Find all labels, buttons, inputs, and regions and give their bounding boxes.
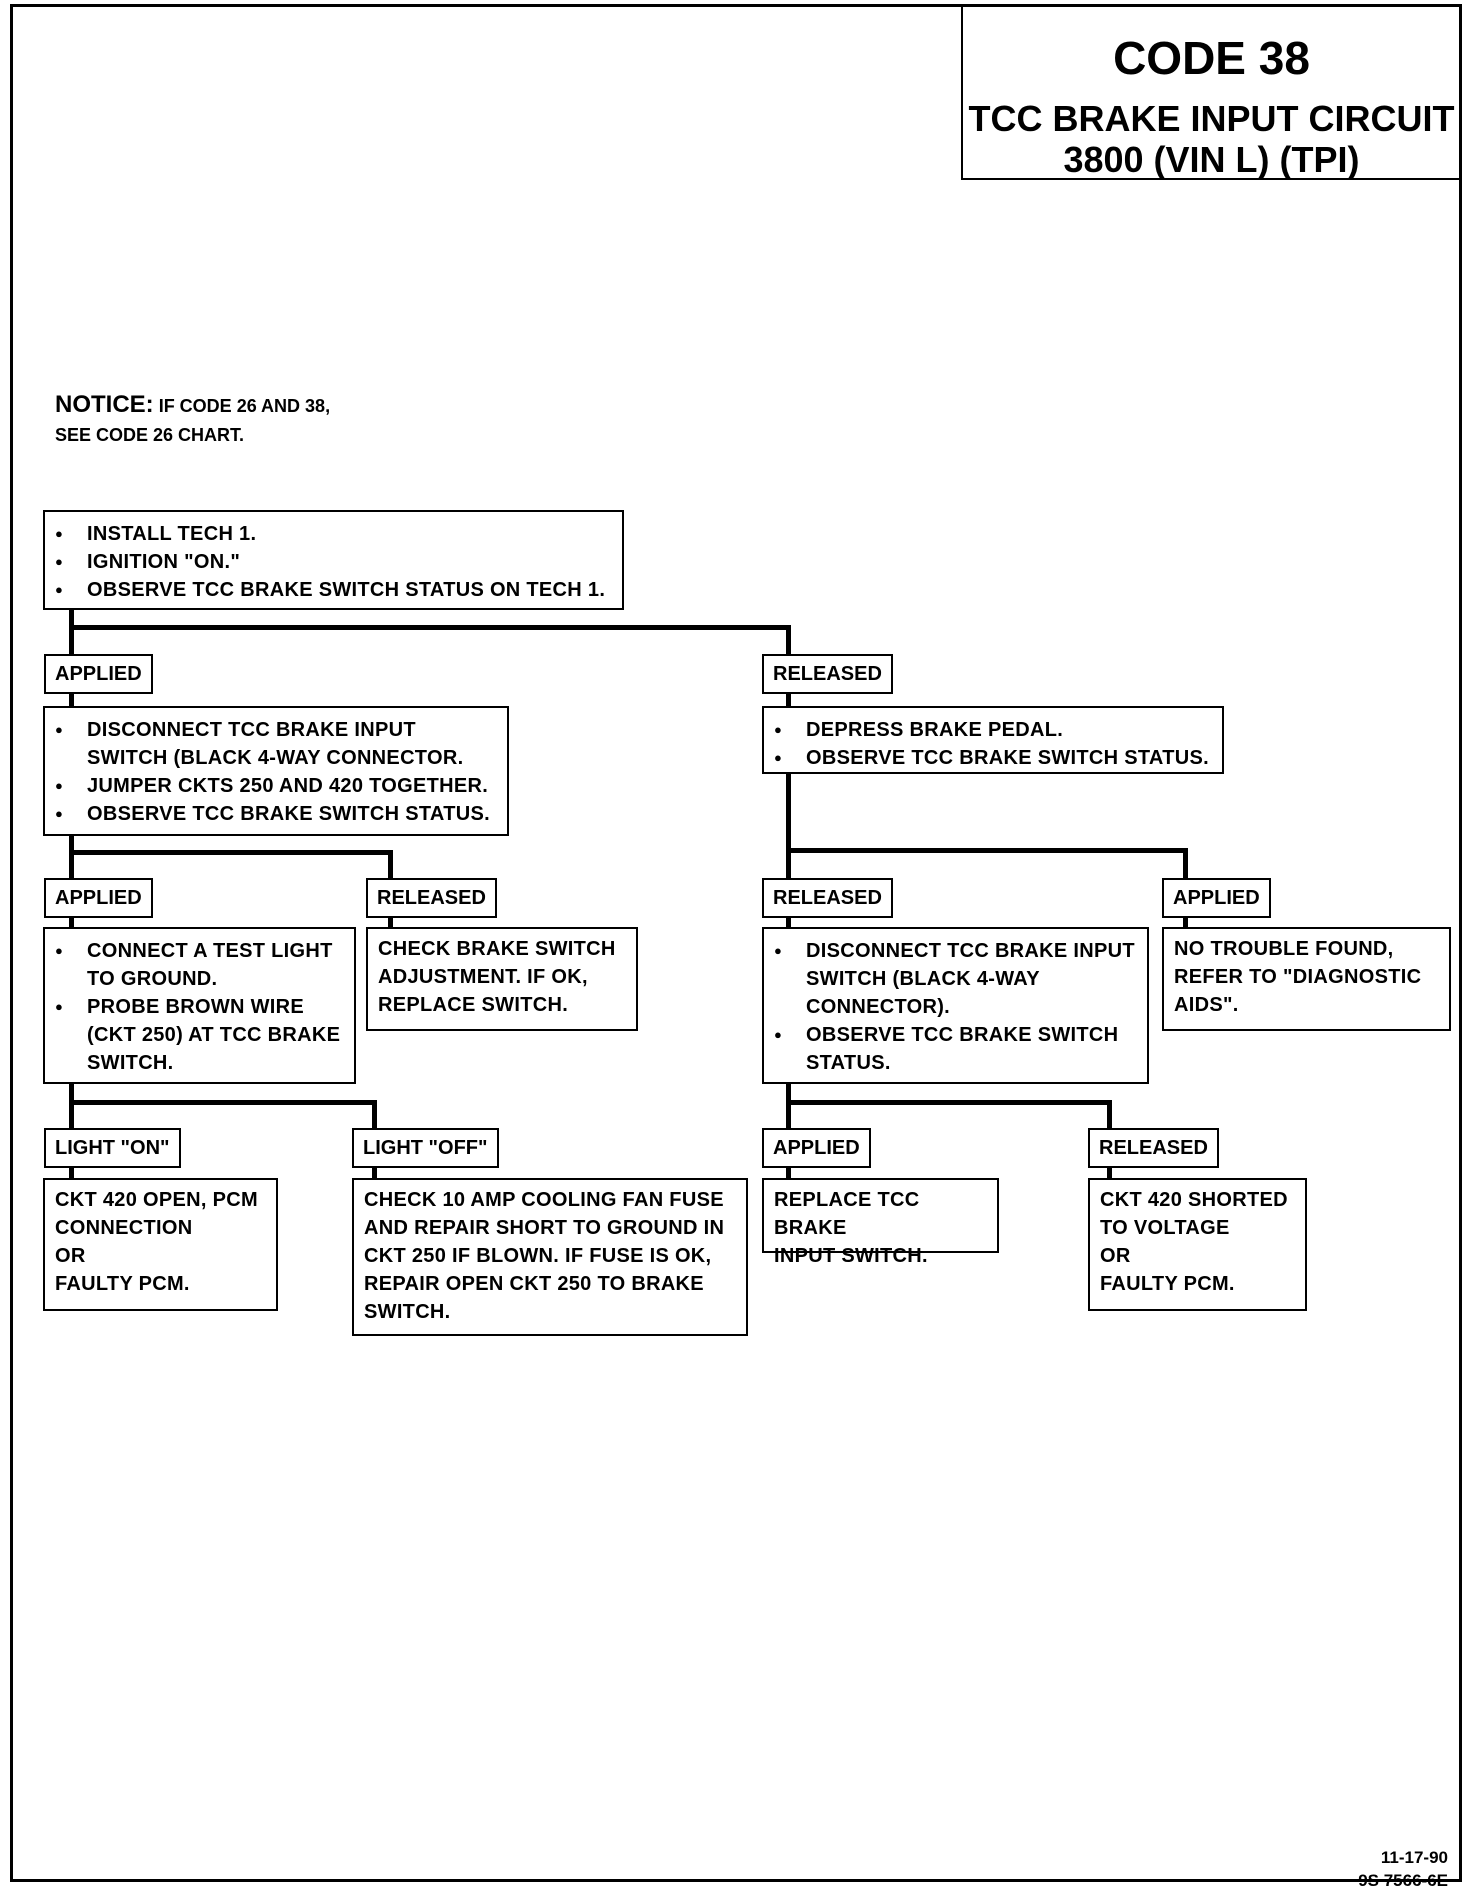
branch-label-applied: APPLIED (762, 1128, 871, 1168)
result-line: OR (55, 1245, 86, 1267)
connector-line (69, 1168, 74, 1180)
step-item: OBSERVE TCC BRAKE SWITCH STATUS. (764, 744, 1212, 772)
result-line: OR (1100, 1245, 1131, 1267)
result-ckt420-open: CKT 420 OPEN, PCM CONNECTION OR FAULTY P… (43, 1178, 278, 1311)
connector-line (69, 836, 74, 880)
branch-label-released: RELEASED (762, 654, 893, 694)
step-item: OBSERVE TCC BRAKE SWITCH STATUS ON TECH … (45, 576, 612, 604)
step-install-tech1: INSTALL TECH 1. IGNITION "ON." OBSERVE T… (43, 510, 624, 610)
footer-date: 11-17-90 (1380, 1848, 1448, 1867)
result-line: CONNECTION (55, 1217, 193, 1239)
result-line: FAULTY PCM. (1100, 1273, 1235, 1295)
result-line: CKT 420 OPEN, PCM (55, 1189, 258, 1211)
title-block: CODE 38 TCC BRAKE INPUT CIRCUIT 3800 (VI… (961, 4, 1462, 180)
step-item: JUMPER CKTS 250 AND 420 TOGETHER. (45, 772, 497, 800)
step-item: IGNITION "ON." (45, 548, 612, 576)
connector-line (372, 1100, 377, 1130)
result-line: CKT 250 IF BLOWN. IF FUSE IS OK, (364, 1245, 712, 1267)
branch-label-light-off: LIGHT "OFF" (352, 1128, 499, 1168)
connector-line (1107, 1168, 1112, 1180)
result-line: AND REPAIR SHORT TO GROUND IN (364, 1217, 725, 1239)
branch-label-released: RELEASED (366, 878, 497, 918)
branch-label-released: RELEASED (1088, 1128, 1219, 1168)
result-line: CHECK BRAKE SWITCH (378, 938, 616, 960)
result-line: CHECK 10 AMP COOLING FAN FUSE (364, 1189, 724, 1211)
result-line: REPLACE SWITCH. (378, 994, 569, 1016)
step-item: CONNECT A TEST LIGHT TO GROUND. (45, 937, 344, 993)
step-item: PROBE BROWN WIRE (CKT 250) AT TCC BRAKE … (45, 993, 344, 1077)
step-item: OBSERVE TCC BRAKE SWITCH STATUS. (764, 1021, 1137, 1077)
result-check-fuse: CHECK 10 AMP COOLING FAN FUSE AND REPAIR… (352, 1178, 748, 1336)
branch-label-applied: APPLIED (44, 654, 153, 694)
circuit-title: TCC BRAKE INPUT CIRCUIT (968, 98, 1455, 139)
code-title: CODE 38 (1113, 32, 1310, 84)
branch-label-light-on: LIGHT "ON" (44, 1128, 181, 1168)
result-no-trouble-found: NO TROUBLE FOUND, REFER TO "DIAGNOSTIC A… (1162, 927, 1451, 1031)
branch-label-applied: APPLIED (1162, 878, 1271, 918)
engine-subtitle: 3800 (VIN L) (TPI) (1063, 139, 1360, 180)
connector-line (69, 610, 74, 656)
connector-line (69, 850, 393, 855)
connector-line (372, 1168, 377, 1180)
step-item: DISCONNECT TCC BRAKE INPUT SWITCH (BLACK… (45, 716, 497, 772)
result-line: REPAIR OPEN CKT 250 TO BRAKE (364, 1273, 704, 1295)
result-check-adjustment: CHECK BRAKE SWITCH ADJUSTMENT. IF OK, RE… (366, 927, 638, 1031)
step-item: OBSERVE TCC BRAKE SWITCH STATUS. (45, 800, 497, 828)
connector-line (786, 774, 791, 880)
branch-label-released: RELEASED (762, 878, 893, 918)
connector-line (786, 694, 791, 708)
connector-line (786, 1168, 791, 1180)
footer: 11-17-90 9S 7566-6E (1320, 1846, 1448, 1892)
result-replace-switch: REPLACE TCC BRAKE INPUT SWITCH. (762, 1178, 999, 1267)
connector-line (69, 694, 74, 708)
result-line: NO TROUBLE FOUND, (1174, 938, 1394, 960)
connector-line (69, 1100, 377, 1105)
result-line: CKT 420 SHORTED (1100, 1189, 1288, 1211)
step-item: INSTALL TECH 1. (45, 520, 612, 548)
connector-line (388, 850, 393, 880)
step-item: DISCONNECT TCC BRAKE INPUT SWITCH (BLACK… (764, 937, 1137, 1021)
connector-line (786, 1100, 1112, 1105)
connector-line (786, 918, 791, 929)
result-line: SWITCH. (364, 1301, 451, 1323)
connector-line (69, 918, 74, 929)
connector-line (388, 918, 393, 929)
connector-line (69, 625, 791, 630)
step-depress-brake: DEPRESS BRAKE PEDAL. OBSERVE TCC BRAKE S… (762, 706, 1224, 774)
step-test-light: CONNECT A TEST LIGHT TO GROUND. PROBE BR… (43, 927, 356, 1084)
result-line: INPUT SWITCH. (774, 1245, 928, 1267)
result-line: TO VOLTAGE (1100, 1217, 1230, 1239)
connector-line (786, 625, 791, 656)
result-line: REFER TO "DIAGNOSTIC (1174, 966, 1422, 988)
result-line: ADJUSTMENT. IF OK, (378, 966, 588, 988)
result-line: AIDS". (1174, 994, 1239, 1016)
result-ckt420-shorted: CKT 420 SHORTED TO VOLTAGE OR FAULTY PCM… (1088, 1178, 1307, 1311)
connector-line (1183, 918, 1188, 929)
notice-label: NOTICE: (55, 391, 154, 418)
connector-line (69, 1084, 74, 1130)
page-border (10, 4, 1462, 1882)
step-item: DEPRESS BRAKE PEDAL. (764, 716, 1212, 744)
result-line: REPLACE TCC BRAKE (774, 1189, 920, 1239)
branch-label-applied: APPLIED (44, 878, 153, 918)
notice: NOTICE: IF CODE 26 AND 38, SEE CODE 26 C… (55, 390, 330, 450)
connector-line (1107, 1100, 1112, 1130)
notice-line1: IF CODE 26 AND 38, (158, 396, 331, 416)
notice-line2: SEE CODE 26 CHART. (55, 425, 245, 445)
footer-ref: 9S 7566-6E (1358, 1871, 1448, 1890)
connector-line (786, 1084, 791, 1130)
step-disconnect-observe: DISCONNECT TCC BRAKE INPUT SWITCH (BLACK… (762, 927, 1149, 1084)
result-line: FAULTY PCM. (55, 1273, 190, 1295)
connector-line (1183, 848, 1188, 880)
step-disconnect-jumper: DISCONNECT TCC BRAKE INPUT SWITCH (BLACK… (43, 706, 509, 836)
connector-line (786, 848, 1188, 853)
